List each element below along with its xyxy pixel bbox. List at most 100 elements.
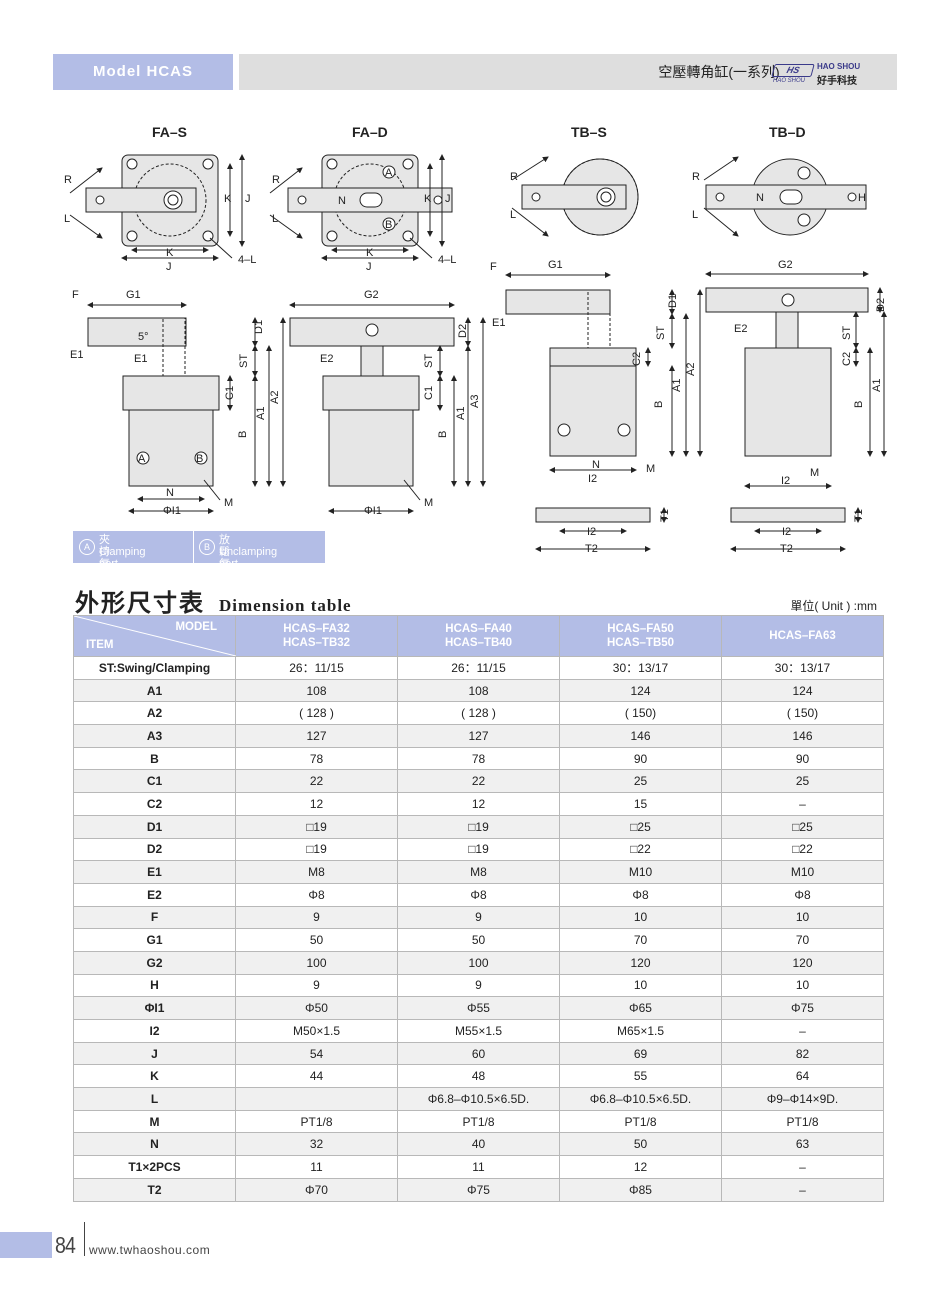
row-item-label: D2 bbox=[73, 837, 236, 862]
table-cell: M10 bbox=[559, 860, 722, 884]
dim-label-e2-4: E2 bbox=[734, 323, 747, 335]
dim-label-a2-3: A2 bbox=[685, 363, 697, 376]
row-item-label: G1 bbox=[73, 928, 236, 952]
dim-label-i2-3: I2 bbox=[588, 473, 597, 485]
table-cell: 26：11/15 bbox=[397, 656, 560, 680]
row-item-label: A1 bbox=[73, 678, 236, 703]
table-cell: M55×1.5 bbox=[397, 1019, 560, 1043]
logo-mark: HS bbox=[771, 64, 815, 77]
legend-b-en: Unclamping port bbox=[219, 546, 278, 570]
model-label: Model HCAS bbox=[53, 54, 233, 90]
dim-label-st: ST bbox=[238, 354, 250, 368]
dim-label-m: M bbox=[224, 497, 233, 509]
dim-label-c2-3: C2 bbox=[631, 352, 643, 366]
dim-label-k-side: K bbox=[224, 193, 232, 205]
dim-label-e2: E2 bbox=[320, 353, 333, 365]
drawing-title-fa-d: FA–D bbox=[352, 124, 388, 140]
row-item-label: E2 bbox=[73, 882, 236, 907]
row-item-label: ΦI1 bbox=[73, 996, 236, 1020]
tb-d-top-view bbox=[703, 156, 867, 237]
page-number: 84 bbox=[55, 1232, 76, 1258]
fa-s-side-view bbox=[87, 302, 286, 514]
row-item-label: A2 bbox=[73, 701, 236, 726]
technical-drawings: FA–S FA–D TB–S TB–D R L K J K J 4–L bbox=[64, 124, 887, 555]
table-cell: 90 bbox=[559, 746, 722, 771]
tb-s-side-view bbox=[505, 272, 703, 552]
dim-label-n-side: N bbox=[166, 487, 174, 499]
dim-label-i2-3b: I2 bbox=[587, 526, 596, 538]
legend-divider bbox=[193, 531, 194, 563]
logo-chinese: 好手科技 bbox=[817, 76, 857, 87]
dim-label-hole-2: 4–L bbox=[438, 254, 456, 266]
dim-label-c1: C1 bbox=[224, 386, 236, 400]
model-name-line2: HCAS–TB50 bbox=[606, 637, 675, 649]
header-bar: 空壓轉角缸(一系列) HS HAO SHOU 好手科技 HAO SHOU bbox=[239, 54, 897, 90]
row-item-label: F bbox=[73, 905, 236, 930]
table-cell: 55 bbox=[559, 1064, 722, 1089]
dim-label-f-3: F bbox=[490, 261, 497, 273]
dim-label-m-4: M bbox=[810, 467, 819, 479]
table-cell bbox=[235, 1087, 398, 1111]
table-cell: □19 bbox=[235, 837, 398, 862]
dim-label-b-4: B bbox=[853, 401, 865, 408]
dim-label-h-4: H bbox=[858, 192, 866, 204]
dim-label-k-2: K bbox=[366, 247, 374, 259]
table-cell: M8 bbox=[397, 860, 560, 884]
port-legend: A 夾持氣孔 Clamping port B 放鬆氣孔 Unclamping p… bbox=[73, 531, 325, 582]
table-cell: 54 bbox=[235, 1041, 398, 1066]
table-cell: 30：13/17 bbox=[721, 656, 884, 680]
table-cell: 12 bbox=[235, 792, 398, 816]
dim-label-a1-4: A1 bbox=[871, 379, 883, 392]
table-title-en: Dimension table bbox=[219, 596, 352, 615]
table-cell: 10 bbox=[559, 973, 722, 998]
row-item-label: G2 bbox=[73, 950, 236, 975]
table-cell: □25 bbox=[721, 814, 884, 839]
table-cell: ( 150) bbox=[559, 701, 722, 726]
dim-label-l-2: L bbox=[272, 213, 278, 225]
table-cell: Φ70 bbox=[235, 1177, 398, 1202]
table-row: D1□19□19□25□25 bbox=[73, 814, 884, 839]
table-cell: 50 bbox=[559, 1132, 722, 1157]
dim-label-d1-3: D1 bbox=[667, 294, 679, 308]
dim-label-e1-3: E1 bbox=[492, 317, 505, 329]
port-a-label-side: A bbox=[138, 453, 146, 465]
dim-label-i2-4: I2 bbox=[781, 475, 790, 487]
dim-label-st-2: ST bbox=[423, 354, 435, 368]
table-cell: 82 bbox=[721, 1041, 884, 1066]
table-cell: 48 bbox=[397, 1064, 560, 1089]
dim-label-a2: A2 bbox=[269, 391, 281, 404]
port-b-label-side: B bbox=[196, 453, 203, 465]
drawing-title-tb-s: TB–S bbox=[571, 124, 607, 140]
dim-label-c2-4: C2 bbox=[841, 352, 853, 366]
table-cell: Φ6.8–Φ10.5×6.5D. bbox=[559, 1087, 722, 1111]
dim-label-i2-4b: I2 bbox=[782, 526, 791, 538]
table-cell: 50 bbox=[235, 928, 398, 952]
row-item-label: B bbox=[73, 746, 236, 771]
row-item-label: C2 bbox=[73, 792, 236, 816]
table-cell: 60 bbox=[397, 1041, 560, 1066]
table-cell: 124 bbox=[559, 678, 722, 703]
table-cell: 15 bbox=[559, 792, 722, 816]
model-column-header: HCAS–FA63 bbox=[721, 615, 884, 657]
table-cell: 9 bbox=[235, 973, 398, 998]
dim-label-e1-b: E1 bbox=[134, 353, 147, 365]
row-item-label: N bbox=[73, 1132, 236, 1157]
row-item-label: M bbox=[73, 1109, 236, 1134]
footer-accent-block bbox=[0, 1232, 52, 1258]
port-a-icon: A bbox=[79, 539, 95, 555]
logo-subtext: HAO SHOU bbox=[773, 78, 806, 84]
logo-english: HAO SHOU bbox=[817, 62, 861, 71]
row-item-label: I2 bbox=[73, 1019, 236, 1043]
dim-label-d2-2: D2 bbox=[457, 324, 469, 338]
table-cell: 124 bbox=[721, 678, 884, 703]
